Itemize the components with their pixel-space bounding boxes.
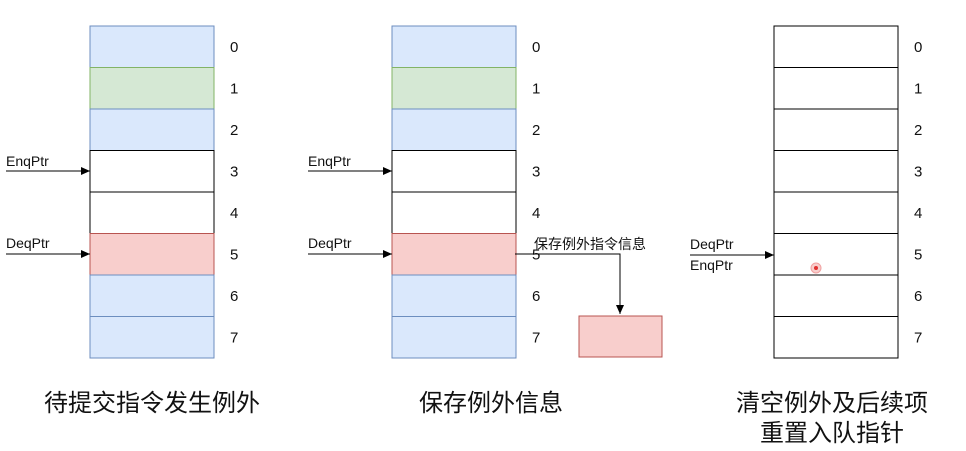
queue-index-label: 0 [914,39,922,56]
queue-index-label: 0 [230,39,238,56]
queue-index-label: 3 [532,163,540,180]
queue-index-label: 6 [914,288,922,305]
queue-index-label: 7 [230,329,238,346]
queue-indices-2: 0 1 2 3 4 5 6 7 [532,39,540,347]
queue-index-label: 2 [914,122,922,139]
queue-index-label: 4 [230,205,238,222]
queue-indices-1: 0 1 2 3 4 5 6 7 [230,39,238,347]
cursor-dot [810,262,822,274]
queue-index-label: 5 [532,246,540,263]
pointer-deq-enq-3: DeqPtr EnqPtr [690,236,774,273]
queue-index-label: 6 [532,288,540,305]
queue-index-label: 1 [230,80,238,97]
pointer-enqptr-1: EnqPtr [6,153,90,175]
queue-cells-2 [391,25,517,359]
queue-indices-3: 0 1 2 3 4 5 6 7 [914,39,922,347]
queue-cell-3 [773,150,899,193]
queue-cell-6 [773,274,899,317]
queue-cell-4 [391,191,517,234]
queue-cell-7 [89,316,215,359]
queue-cell-5 [89,233,215,276]
save-exception-arrow [515,253,624,314]
queue-index-label: 2 [532,122,540,139]
queue-cell-3 [391,150,517,193]
queue-index-label: 0 [532,39,540,56]
queue-index-label: 3 [230,163,238,180]
pointer-label-deqptr-3: DeqPtr [690,236,734,252]
pointer-enqptr-2: EnqPtr [308,153,392,175]
queue-cell-3 [89,150,215,193]
pointer-deqptr-2: DeqPtr [308,235,392,258]
pointer-label-deqptr-1: DeqPtr [6,235,50,251]
pointer-label-deqptr-2: DeqPtr [308,235,352,251]
queue-index-label: 7 [914,329,922,346]
caption-3-line-2: 重置入队指针 [760,419,904,447]
queue-cell-6 [89,274,215,317]
queue-cell-1 [773,67,899,110]
queue-cell-5 [773,233,899,276]
queue-cell-0 [89,25,215,68]
queue-index-label: 3 [914,163,922,180]
queue-cells-3 [773,25,899,359]
queue-index-label: 2 [230,122,238,139]
queue-index-label: 4 [914,205,922,222]
queue-cell-6 [391,274,517,317]
pointer-label-enqptr-3: EnqPtr [690,257,733,273]
queue-cell-7 [773,316,899,359]
exception-info-box [578,315,663,358]
pointer-label-enqptr-2: EnqPtr [308,153,351,169]
queue-index-label: 1 [914,80,922,97]
queue-index-label: 4 [532,205,540,222]
queue-cell-2 [391,108,517,151]
save-exception-note: 保存例外指令信息 [534,236,646,253]
queue-index-label: 7 [532,329,540,346]
panel-3: 0 1 2 3 4 5 6 7 DeqPtr EnqPtr 清空例外及后续项 重置入队指针 [690,25,928,447]
queue-cell-5 [391,233,517,276]
caption-3-line-1: 清空例外及后续项 [736,389,928,417]
queue-cell-1 [391,67,517,110]
queue-cell-2 [773,108,899,151]
queue-index-label: 5 [914,246,922,263]
caption-2: 保存例外信息 [419,389,563,417]
queue-cell-2 [89,108,215,151]
queue-cell-4 [89,191,215,234]
queue-cell-1 [89,67,215,110]
panel-1: 0 1 2 3 4 5 6 7 EnqPtr DeqPtr 待提交指令发生例外 [6,25,260,417]
pointer-deqptr-1: DeqPtr [6,235,90,258]
caption-1: 待提交指令发生例外 [44,389,260,417]
queue-index-label: 6 [230,288,238,305]
pointer-label-enqptr-1: EnqPtr [6,153,49,169]
queue-index-label: 1 [532,80,540,97]
queue-cell-0 [773,25,899,68]
panel-2: 0 1 2 3 4 5 6 7 EnqPtr DeqPtr 保存例外指令信息 保存例外信息 [308,25,663,417]
queue-cell-4 [773,191,899,234]
queue-cells-1 [89,25,215,359]
queue-index-label: 5 [230,246,238,263]
queue-cell-0 [391,25,517,68]
queue-cell-7 [391,316,517,359]
